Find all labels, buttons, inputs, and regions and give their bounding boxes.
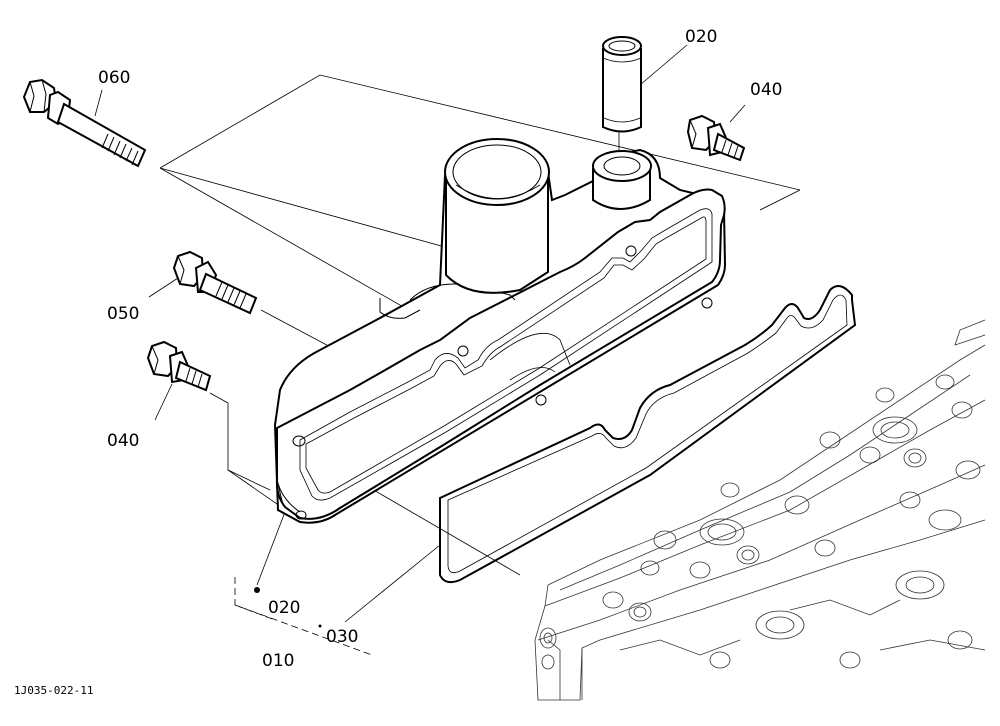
callout-060: 060	[98, 68, 130, 88]
callout-020-bottom: 020	[268, 598, 300, 618]
callout-010: 010	[262, 651, 294, 671]
callout-030: 030	[326, 627, 358, 647]
bolt-060	[22, 78, 147, 168]
bolt-040-left	[146, 340, 212, 392]
water-flange-010	[273, 138, 727, 524]
gasket-030	[439, 285, 857, 584]
bolt-040-top	[686, 114, 746, 162]
callout-050: 050	[107, 304, 139, 324]
cylinder-head	[534, 319, 986, 701]
pipe-020	[602, 36, 642, 133]
bolt-050	[172, 250, 258, 315]
assembly-marker-dot	[254, 587, 260, 593]
assembly-marker-dot-small	[318, 624, 322, 628]
diagram-code: 1J035-022-11	[14, 684, 93, 697]
callout-040-top: 040	[750, 80, 782, 100]
callout-020-pipe: 020	[685, 27, 717, 47]
callout-040-left: 040	[107, 431, 139, 451]
